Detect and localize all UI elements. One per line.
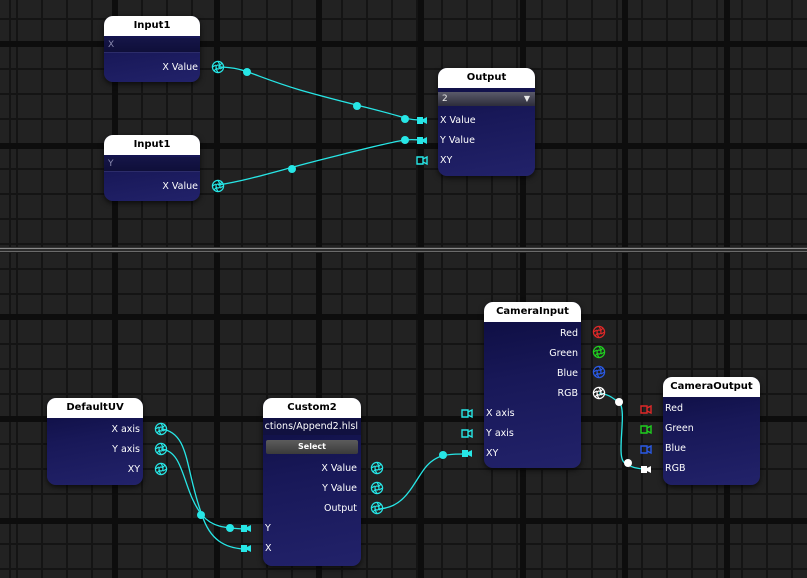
- node-title[interactable]: Input1: [104, 16, 200, 36]
- camera-port-icon[interactable]: [639, 442, 653, 456]
- input-label: Green: [665, 423, 694, 434]
- aperture-port-icon[interactable]: [154, 462, 168, 476]
- node-title[interactable]: DefaultUV: [47, 398, 143, 418]
- node-title[interactable]: CameraInput: [484, 302, 581, 322]
- aperture-port-icon[interactable]: [592, 365, 606, 379]
- input-label: X: [265, 543, 272, 554]
- output-label: X Value: [162, 181, 198, 192]
- shader-path-field[interactable]: ctions/Append2.hlsl: [263, 419, 361, 435]
- input-label: X Value: [440, 115, 476, 126]
- camera-port-icon[interactable]: [639, 462, 653, 476]
- input-label: XY: [440, 155, 453, 166]
- aperture-port-icon[interactable]: [370, 481, 384, 495]
- aperture-port-icon[interactable]: [154, 442, 168, 456]
- dimension-dropdown[interactable]: 2 ▼: [438, 92, 535, 106]
- camera-port-icon[interactable]: [639, 422, 653, 436]
- output-label: Y Value: [322, 483, 357, 494]
- camera-port-icon[interactable]: [239, 521, 253, 535]
- input-label: XY: [486, 448, 499, 459]
- aperture-port-icon[interactable]: [592, 345, 606, 359]
- chevron-down-icon: ▼: [523, 94, 530, 103]
- output-label: Green: [549, 348, 578, 359]
- output-label: Red: [559, 328, 578, 339]
- output-label: Blue: [556, 368, 578, 379]
- output-label: X axis: [111, 424, 140, 435]
- camera-port-icon[interactable]: [415, 133, 429, 147]
- input-label: Y Value: [440, 135, 475, 146]
- output-label: X Value: [321, 463, 357, 474]
- camera-output-node[interactable]: CameraOutput Red Green Blue RGB: [663, 377, 760, 485]
- camera-port-icon[interactable]: [460, 446, 474, 460]
- name-field[interactable]: X: [104, 38, 200, 53]
- output-label: XY: [127, 464, 140, 475]
- custom2-node[interactable]: Custom2 ctions/Append2.hlsl Select X Val…: [263, 398, 361, 566]
- name-field[interactable]: Y: [104, 157, 200, 172]
- node-title[interactable]: Input1: [104, 135, 200, 155]
- default-uv-node[interactable]: DefaultUV X axis Y axis XY: [47, 398, 143, 485]
- camera-port-icon[interactable]: [415, 113, 429, 127]
- output-label: Output: [324, 503, 357, 514]
- camera-port-icon[interactable]: [639, 402, 653, 416]
- camera-port-icon[interactable]: [239, 541, 253, 555]
- output-label: RGB: [557, 388, 578, 399]
- input-label: Y: [265, 523, 271, 534]
- aperture-port-icon[interactable]: [592, 386, 606, 400]
- input-label: Blue: [665, 443, 687, 454]
- node-title[interactable]: CameraOutput: [663, 377, 760, 397]
- dropdown-value: 2: [442, 94, 448, 104]
- node-title[interactable]: Custom2: [263, 398, 361, 418]
- input-label: Y axis: [486, 428, 514, 439]
- output-label: Y axis: [112, 444, 140, 455]
- select-button[interactable]: Select: [266, 440, 358, 454]
- aperture-port-icon[interactable]: [592, 325, 606, 339]
- input-label: X axis: [486, 408, 515, 419]
- aperture-port-icon[interactable]: [211, 179, 225, 193]
- input-node-x[interactable]: Input1 X X Value: [104, 16, 200, 82]
- camera-input-node[interactable]: CameraInput Red Green Blue RGB X axis Y …: [484, 302, 581, 468]
- camera-port-icon[interactable]: [415, 153, 429, 167]
- aperture-port-icon[interactable]: [370, 501, 384, 515]
- aperture-port-icon[interactable]: [370, 461, 384, 475]
- camera-port-icon[interactable]: [460, 406, 474, 420]
- input-node-y[interactable]: Input1 Y X Value: [104, 135, 200, 201]
- node-title[interactable]: Output: [438, 68, 535, 88]
- input-label: RGB: [665, 463, 686, 474]
- aperture-port-icon[interactable]: [211, 60, 225, 74]
- camera-port-icon[interactable]: [460, 426, 474, 440]
- output-node[interactable]: Output 2 ▼ X Value Y Value XY: [438, 68, 535, 176]
- aperture-port-icon[interactable]: [154, 422, 168, 436]
- output-label: X Value: [162, 62, 198, 73]
- panel-splitter[interactable]: [0, 247, 807, 253]
- input-label: Red: [665, 403, 684, 414]
